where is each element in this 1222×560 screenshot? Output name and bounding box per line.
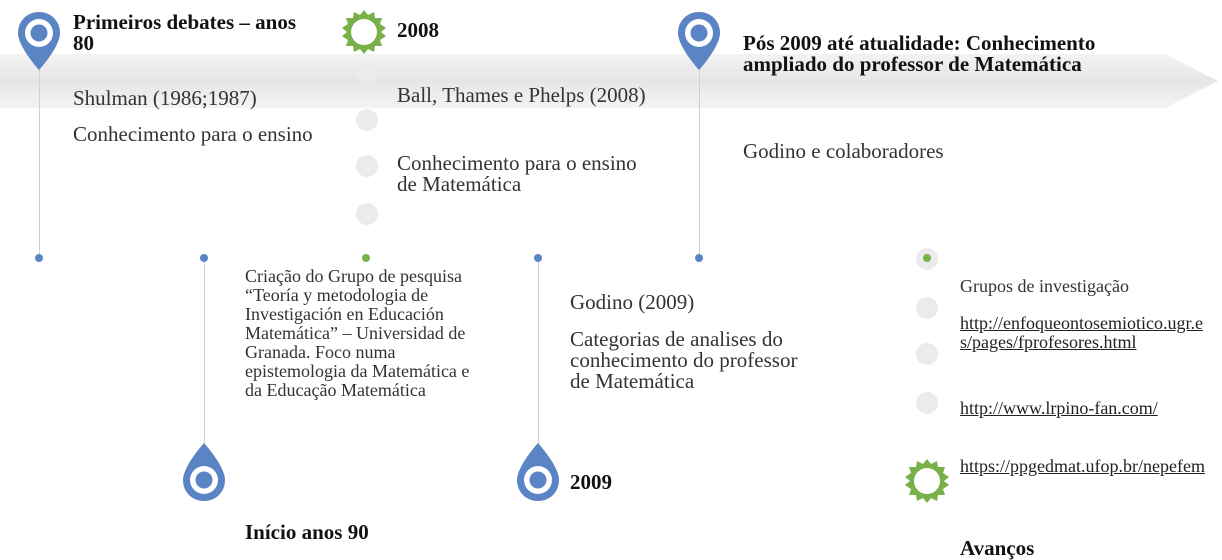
bullet-dot (356, 155, 378, 177)
period-title: Pós 2009 até atualidade: Conhecimento am… (743, 31, 1096, 76)
author-text: Godino (2009) (570, 290, 695, 314)
connector-line-5 (699, 68, 700, 258)
section-heading: Grupos de investigação (960, 276, 1129, 296)
group-link-ufop[interactable]: https://ppgedmat.ufop.br/nepefem (960, 456, 1205, 476)
bullet-dot (356, 109, 378, 131)
bullet-dot (916, 343, 938, 365)
green-badge-icon (342, 10, 386, 54)
period-title: 2008 (397, 18, 439, 42)
description-text: Conhecimento para o ensino de Matemática (397, 151, 637, 196)
connector-line-1 (39, 68, 40, 258)
timeline-dot-5 (695, 254, 703, 262)
description-text: Criação do Grupo de pesquisa “Teoría y m… (245, 266, 470, 400)
connector-line-2 (204, 258, 205, 458)
timeline-dot-1 (35, 254, 43, 262)
period-title: Primeiros debates – anos 80 (73, 10, 297, 55)
location-pin-icon (18, 12, 60, 70)
author-text: Ball, Thames e Phelps (2008) (397, 83, 646, 107)
description-text: Godino e colaboradores (743, 139, 944, 163)
group-link-ugr[interactable]: http://enfoqueontosemiotico.ugr.es/pages… (960, 313, 1203, 352)
author-text: Shulman (1986;1987) (73, 86, 257, 110)
timeline-dot-2 (200, 254, 208, 262)
connector-line-4 (538, 258, 539, 458)
bullet-dot (916, 297, 938, 319)
location-pin-icon (183, 443, 225, 501)
location-pin-icon (678, 12, 720, 70)
description-text: Categorias de analises do conhecimento d… (570, 327, 798, 393)
bullet-dot (356, 62, 378, 84)
bullet-dot (916, 392, 938, 414)
group-link-lrpino[interactable]: http://www.lrpino-fan.com/ (960, 398, 1158, 418)
period-title: Avanços (960, 536, 1035, 560)
bullet-dot (356, 203, 378, 225)
timeline-dot-4 (534, 254, 542, 262)
location-pin-icon (517, 443, 559, 501)
timeline-dot-6 (923, 254, 931, 262)
period-title: 2009 (570, 470, 612, 494)
timeline-dot-3 (362, 254, 370, 262)
green-badge-icon (905, 459, 949, 503)
description-text: Conhecimento para o ensino (73, 122, 313, 146)
period-title: Início anos 90 (245, 520, 369, 544)
timeline-arrow (0, 54, 1218, 108)
